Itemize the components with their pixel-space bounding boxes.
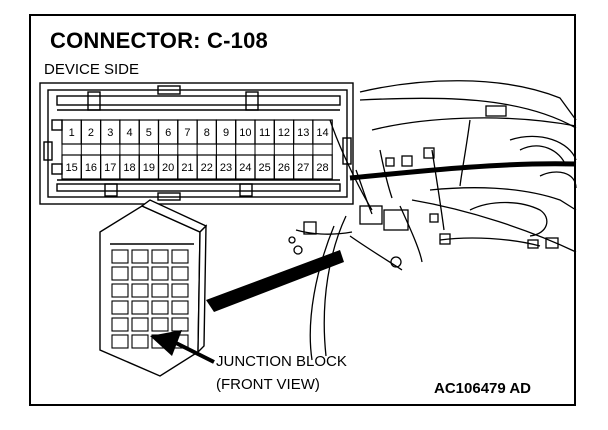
device-side-label: DEVICE SIDE [44, 61, 140, 78]
pin-number: 9 [223, 127, 229, 139]
pin-number: 10 [239, 127, 251, 139]
pin-cell [312, 154, 333, 180]
pin-number: 20 [162, 162, 174, 174]
fuse-cell [151, 317, 169, 332]
callout-line-1: JUNCTION BLOCK [216, 353, 347, 370]
pin-number: 1 [69, 127, 75, 139]
pin-number: 22 [201, 162, 213, 174]
pin-number: 18 [123, 162, 135, 174]
fuse-cell [171, 317, 189, 332]
fuse-cell [131, 266, 149, 281]
pin-number: 4 [126, 127, 132, 139]
pin-number: 13 [297, 127, 309, 139]
pin-number: 23 [220, 162, 232, 174]
pin-number: 25 [259, 162, 271, 174]
figure-code: AC106479 AD [434, 380, 531, 397]
pin-number: 5 [146, 127, 152, 139]
fuse-cell [131, 300, 149, 315]
fuse-cell [111, 334, 129, 349]
junction-block [99, 199, 208, 377]
fuse-cell [111, 266, 129, 281]
pointer-arrows [150, 250, 344, 364]
pin-number: 28 [316, 162, 328, 174]
pin-number: 6 [165, 127, 171, 139]
fuse-cell [131, 249, 149, 264]
pin-number: 3 [107, 127, 113, 139]
pin-number: 26 [278, 162, 290, 174]
fuse-cell [131, 283, 149, 298]
pin-number: 24 [239, 162, 251, 174]
connector-title: CONNECTOR: C-108 [50, 28, 268, 53]
fuse-cell [111, 317, 129, 332]
pin-number: 11 [259, 127, 270, 139]
fuse-cell [111, 300, 129, 315]
junction-block-callout: JUNCTION BLOCK (FRONT VIEW) [216, 350, 347, 396]
pin-cell [312, 119, 333, 145]
pin-number: 15 [66, 162, 78, 174]
fuse-cell [171, 283, 189, 298]
fuse-cell [151, 300, 169, 315]
pin-number: 19 [143, 162, 155, 174]
fuse-cell [151, 283, 169, 298]
pin-number: 14 [316, 127, 328, 139]
fuse-cell [131, 317, 149, 332]
pin-number: 8 [204, 127, 210, 139]
fuse-cell [111, 283, 129, 298]
fuse-cell [111, 249, 129, 264]
fuse-cell [151, 266, 169, 281]
pin-number: 21 [181, 162, 193, 174]
fuse-cell [151, 249, 169, 264]
connector-face [39, 82, 354, 205]
callout-line-2: (FRONT VIEW) [216, 376, 320, 393]
pin-number: 27 [297, 162, 309, 174]
pin-number: 12 [278, 127, 290, 139]
dashboard-harness [288, 80, 577, 361]
pin-number: 17 [104, 162, 116, 174]
pin-number: 7 [184, 127, 190, 139]
fuse-cell [171, 300, 189, 315]
fuse-cell [171, 266, 189, 281]
pin-number: 16 [85, 162, 97, 174]
pin-number: 2 [88, 127, 94, 139]
fuse-cell [131, 334, 149, 349]
fuse-cell [171, 249, 189, 264]
